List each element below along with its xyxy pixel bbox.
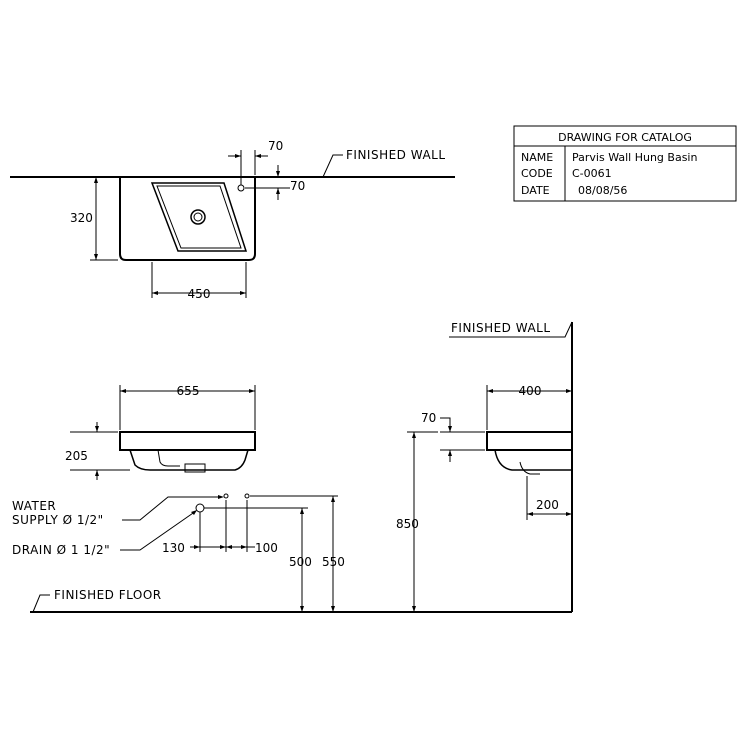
water-supply-label-line1: WATER — [12, 499, 56, 513]
title-block-date-key: DATE — [521, 184, 550, 197]
title-block: DRAWING FOR CATALOG NAME Parvis Wall Hun… — [513, 125, 737, 202]
dim-side-lip: 70 — [421, 411, 436, 425]
water-supply-label-line2: SUPPLY Ø 1/2" — [12, 513, 104, 527]
title-block-code-key: CODE — [521, 167, 553, 180]
drain-label: DRAIN Ø 1 1/2" — [12, 543, 110, 557]
side-elevation: FINISHED WALL 400 70 200 850 — [396, 321, 573, 612]
dim-rim-height: 850 — [396, 517, 419, 531]
basin-bowl-outline — [150, 182, 248, 252]
supply-point-right — [244, 493, 250, 499]
drain-hole-plan — [190, 209, 206, 225]
title-block-date-value: 08/08/56 — [578, 184, 627, 197]
dim-plan-depth: 320 — [70, 211, 93, 225]
basin-front-body — [119, 431, 256, 451]
dim-drain-height: 500 — [289, 555, 312, 569]
title-block-name-key: NAME — [521, 151, 553, 164]
title-block-name-value: Parvis Wall Hung Basin — [572, 151, 697, 164]
finished-floor-label: FINISHED FLOOR — [54, 588, 162, 602]
dim-plan-tap-x: 70 — [268, 139, 283, 153]
title-block-code-value: C-0061 — [572, 167, 612, 180]
dim-supply-height: 550 — [322, 555, 345, 569]
title-block-header: DRAWING FOR CATALOG — [558, 131, 692, 144]
basin-side-body — [486, 431, 573, 451]
dim-plan-bowl-width: 450 — [188, 287, 211, 301]
dim-plan-tap-y: 70 — [290, 179, 305, 193]
dim-front-width: 655 — [177, 384, 200, 398]
drain-point — [195, 503, 205, 513]
dim-drain-offset: 130 — [162, 541, 185, 555]
drain-outlet-front — [184, 463, 206, 473]
finished-wall-label-side: FINISHED WALL — [451, 321, 551, 335]
tap-hole-plan — [237, 184, 245, 192]
basin-plan-outline — [119, 177, 256, 261]
dim-side-depth: 400 — [519, 384, 542, 398]
dim-side-drain-offset: 200 — [536, 498, 559, 512]
plan-view: FINISHED WALL 70 70 320 — [10, 139, 455, 301]
finished-wall-label-top: FINISHED WALL — [346, 148, 446, 162]
dim-front-height: 205 — [65, 449, 88, 463]
front-elevation: FINISHED FLOOR 655 205 WATER SUPPLY Ø 1/… — [12, 384, 572, 613]
supply-point-left — [223, 493, 229, 499]
dim-supply-spacing: 100 — [255, 541, 278, 555]
